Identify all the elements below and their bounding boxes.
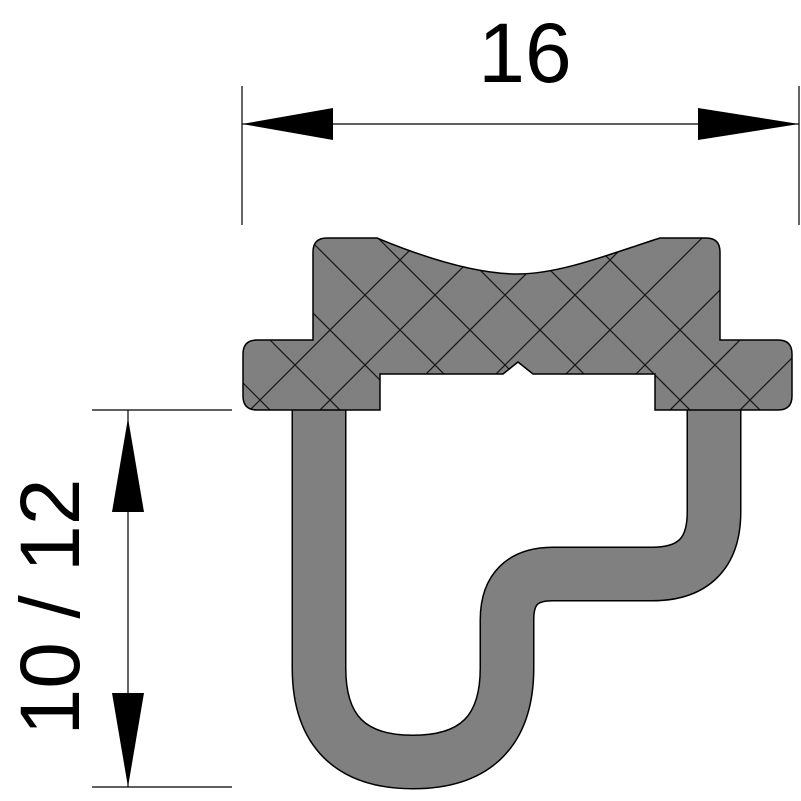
- width-dimension: 16: [241, 6, 800, 225]
- seal-head: [242, 237, 793, 411]
- seal-head-outline: [242, 237, 793, 411]
- height-dimension: 10 / 12: [3, 409, 232, 788]
- seal-leg-fill: [293, 404, 740, 788]
- height-arrow-bottom: [112, 693, 144, 787]
- height-arrow-top: [112, 418, 144, 512]
- width-arrow-right: [698, 108, 799, 140]
- width-arrow-left: [242, 108, 333, 140]
- width-label: 16: [478, 6, 571, 100]
- seal-leg: [291, 404, 742, 790]
- seal-head-hatching: [243, 238, 792, 410]
- height-label: 10 / 12: [3, 479, 97, 736]
- seal-head-body: [243, 238, 792, 410]
